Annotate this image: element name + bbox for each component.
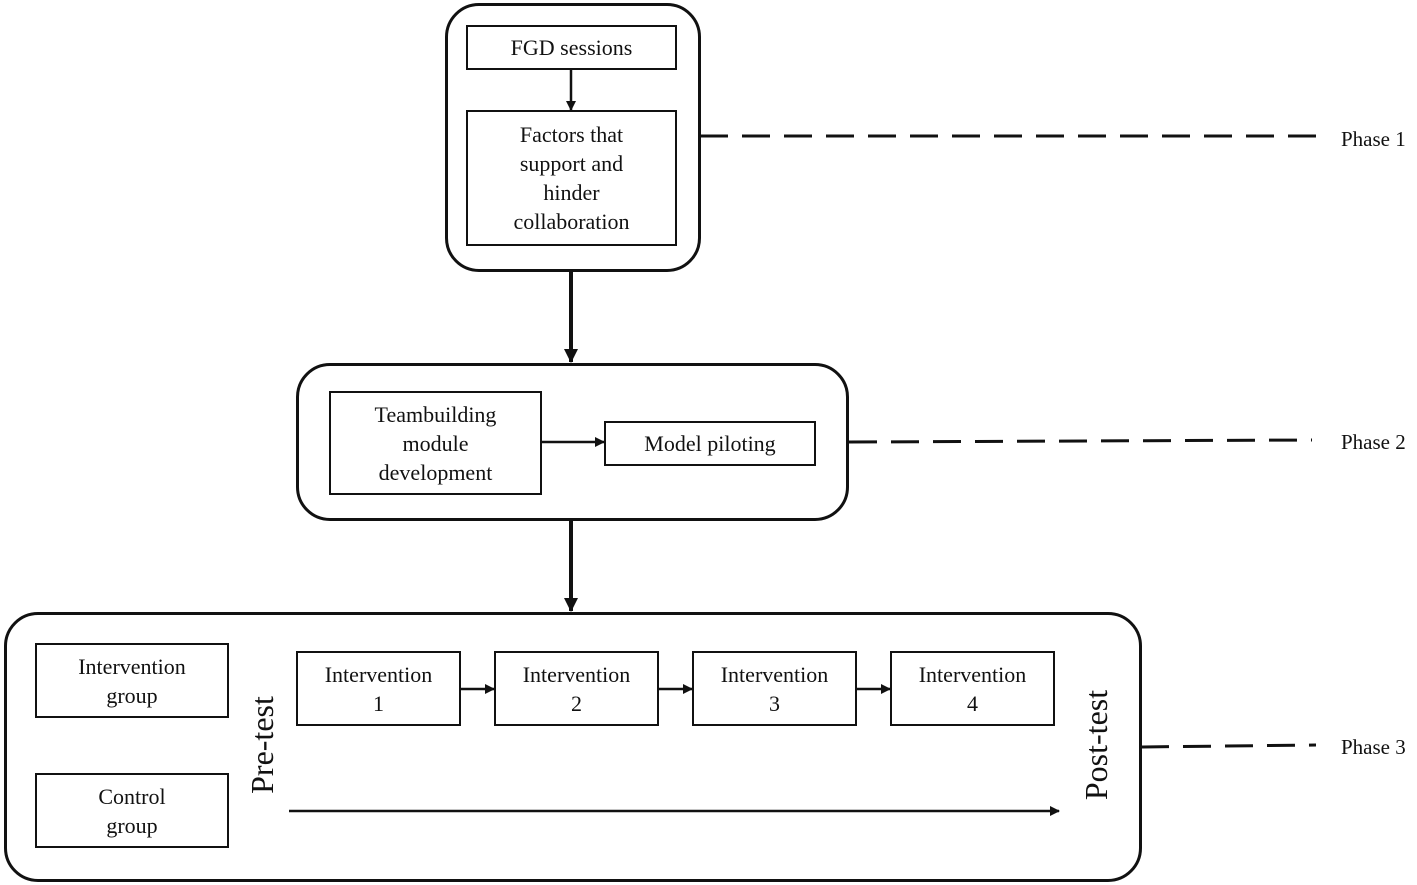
phase-3-leader [1140, 743, 1317, 749]
phase-2-leader [848, 438, 1313, 444]
model-piloting-box: Model piloting [604, 421, 816, 466]
post-test-label: Post-test [1078, 689, 1114, 801]
pre-test-label: Pre-test [244, 696, 280, 794]
fgd-sessions-box: FGD sessions [466, 25, 677, 70]
phase-3-container [4, 612, 1142, 882]
factors-box: Factors that support and hinder collabor… [466, 110, 677, 246]
intervention-1-box: Intervention 1 [296, 651, 461, 726]
intervention-3-box: Intervention 3 [692, 651, 857, 726]
control-group-box: Control group [35, 773, 229, 848]
module-development-box: Teambuilding module development [329, 391, 542, 495]
phase-1-container [445, 3, 701, 272]
phase-1-label: Phase 1 [1341, 127, 1406, 151]
phase-3-label: Phase 3 [1341, 735, 1406, 759]
intervention-4-box: Intervention 4 [890, 651, 1055, 726]
intervention-group-box: Intervention group [35, 643, 229, 718]
phase-2-label: Phase 2 [1341, 430, 1406, 454]
phase-2-container [296, 363, 849, 521]
intervention-2-box: Intervention 2 [494, 651, 659, 726]
